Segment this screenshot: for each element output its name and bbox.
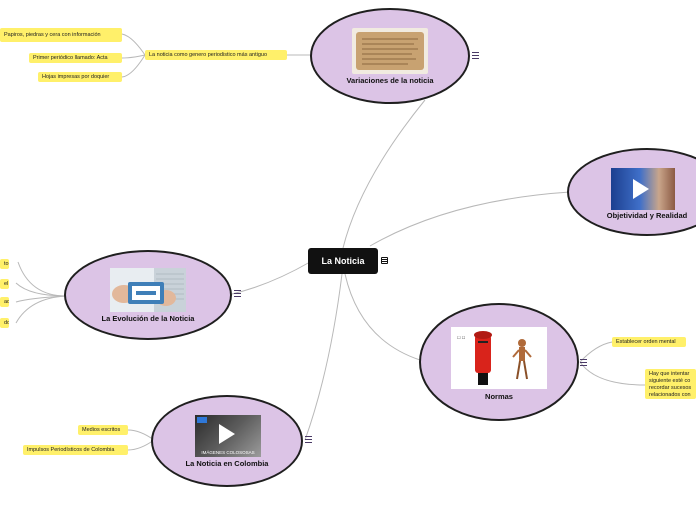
node-objetividad[interactable]: Objetividad y Realidad bbox=[567, 148, 696, 236]
leaf-evolucion-1[interactable]: to bbox=[0, 259, 9, 269]
link-evolucion-leaf-4 bbox=[15, 295, 67, 324]
node-evolucion-label: La Evolución de la Noticia bbox=[101, 314, 195, 323]
leaf-evolucion-3[interactable]: ad bbox=[0, 297, 9, 307]
node-normas[interactable]: ☐ ☐ Normas bbox=[419, 303, 579, 421]
leaf-medios-escritos[interactable]: Medios escritos bbox=[78, 425, 128, 435]
root-node[interactable]: La Noticia bbox=[308, 248, 378, 274]
node-variaciones-label: Variaciones de la noticia bbox=[346, 76, 434, 85]
menu-icon[interactable] bbox=[234, 290, 241, 297]
link-evolucion-leaf-1 bbox=[17, 261, 67, 297]
node-objetividad-label: Objetividad y Realidad bbox=[606, 211, 688, 220]
node-variaciones[interactable]: Variaciones de la noticia bbox=[310, 8, 470, 104]
leaf-evolucion-4[interactable]: do bbox=[0, 318, 9, 328]
leaf-primer-periodico[interactable]: Primer periódico llamado: Acta bbox=[29, 53, 122, 63]
link-variaciones bbox=[342, 99, 426, 249]
svg-text:☐ ☐: ☐ ☐ bbox=[457, 335, 466, 340]
menu-icon[interactable] bbox=[472, 52, 479, 59]
mailbox-cartoon-image: ☐ ☐ bbox=[451, 327, 547, 389]
link-sub-leaf-1 bbox=[121, 33, 146, 56]
menu-icon[interactable] bbox=[305, 436, 312, 443]
leaf-hojas-impresas[interactable]: Hojas impresas por doquier bbox=[38, 72, 122, 82]
leaf-orden-mental[interactable]: Establecer orden mental bbox=[612, 337, 686, 347]
leaf-intentar[interactable]: Hay que intentar siguiente esté co recor… bbox=[645, 369, 696, 399]
notes-icon[interactable] bbox=[381, 257, 388, 264]
subtopic-genero[interactable]: La noticia como genero periodistico más … bbox=[145, 50, 287, 60]
leaf-papiros[interactable]: Papiros, piedras y cera con información bbox=[0, 28, 122, 42]
link-objetividad bbox=[369, 191, 571, 247]
papyrus-manuscript-image bbox=[352, 28, 428, 74]
play-icon bbox=[219, 424, 235, 444]
node-evolucion[interactable]: La Evolución de la Noticia bbox=[64, 250, 232, 340]
leaf-evolucion-2[interactable]: el bbox=[0, 279, 9, 289]
thumb-caption: IMÁGENES COLOSOSAS bbox=[201, 450, 255, 455]
colombia-video-thumbnail: IMÁGENES COLOSOSAS bbox=[195, 415, 261, 457]
link-evolucion bbox=[231, 261, 311, 295]
root-label: La Noticia bbox=[321, 256, 365, 266]
node-colombia[interactable]: IMÁGENES COLOSOSAS La Noticia en Colombi… bbox=[151, 395, 303, 487]
node-colombia-label: La Noticia en Colombia bbox=[185, 459, 269, 468]
link-normas-leaf-2 bbox=[579, 361, 646, 386]
link-evolucion-leaf-2 bbox=[15, 282, 67, 297]
node-normas-label: Normas bbox=[485, 392, 513, 401]
link-colombia bbox=[304, 273, 343, 441]
leaf-impulsos[interactable]: Impulsos Periodísticos de Colombia bbox=[23, 445, 128, 455]
menu-icon[interactable] bbox=[580, 359, 587, 366]
news-video-thumbnail bbox=[611, 168, 675, 210]
link-normas bbox=[344, 273, 421, 361]
news-hands-image bbox=[110, 268, 186, 312]
play-icon bbox=[633, 179, 649, 199]
link-sub-leaf-3 bbox=[121, 54, 146, 78]
link-sub-leaf-2 bbox=[121, 54, 146, 59]
